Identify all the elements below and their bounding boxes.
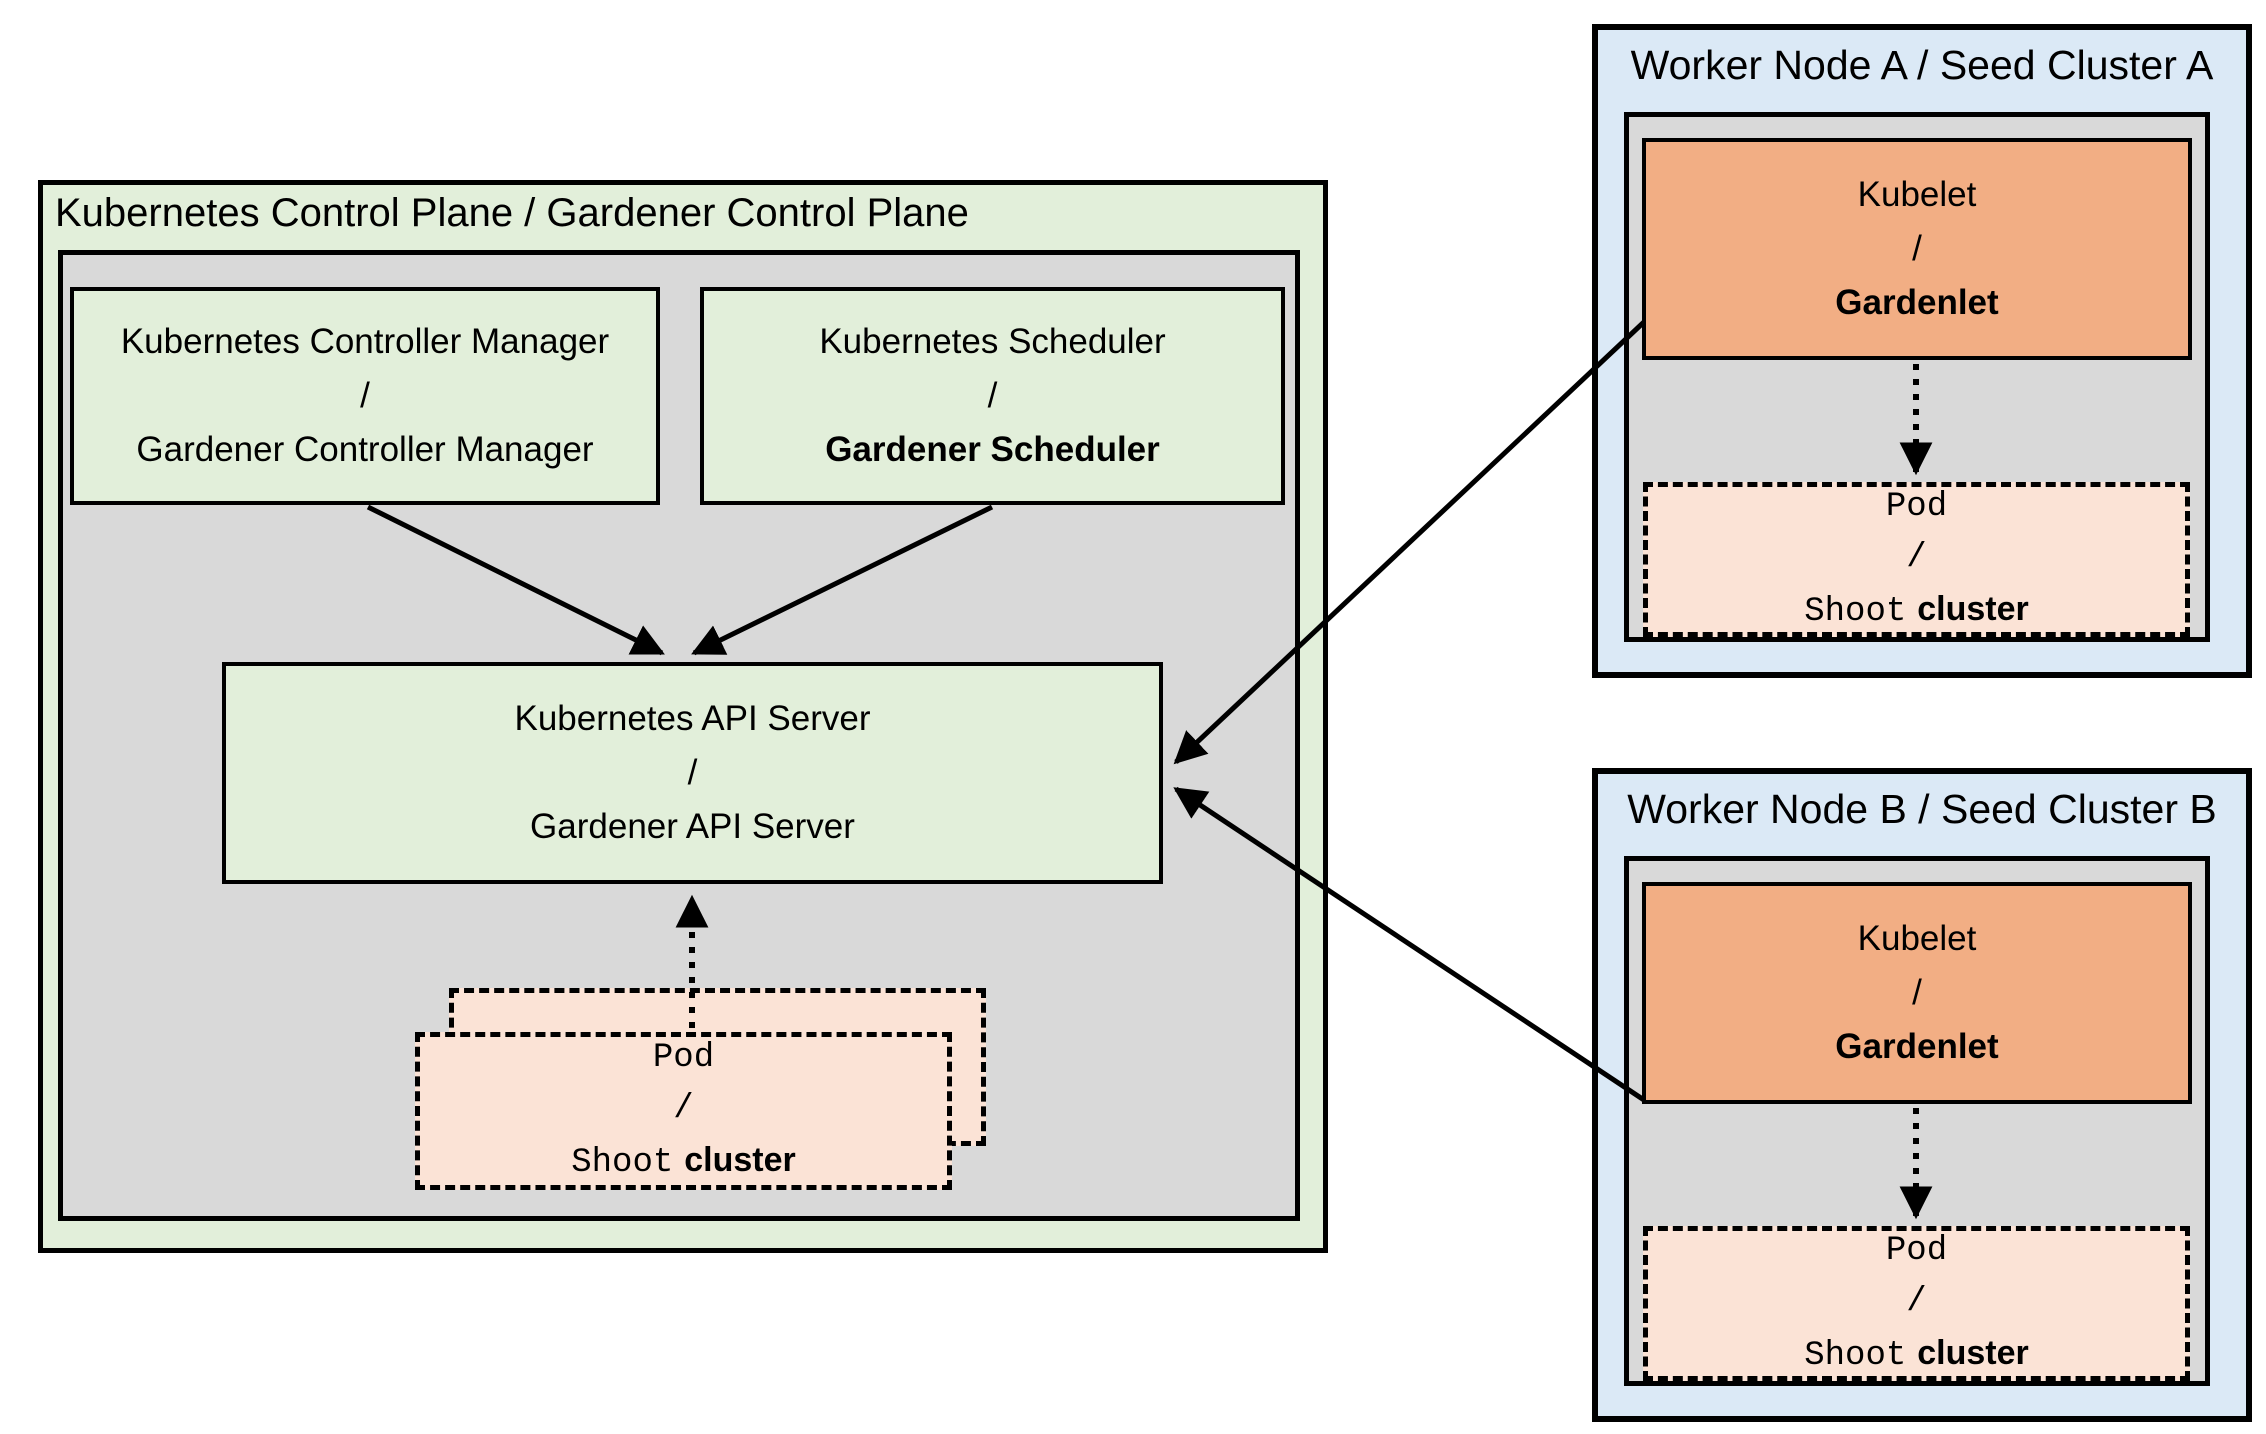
kubelet-b-separator: /: [1912, 972, 1922, 1012]
pod-cluster-label: cluster: [684, 1141, 796, 1179]
kubelet-gardenlet-box-a: Kubelet / Gardenlet: [1642, 138, 2192, 360]
controller-manager-line3: Gardener Controller Manager: [136, 430, 594, 470]
api-server-line1: Kubernetes API Server: [514, 698, 871, 738]
pod-shoot-label: Shoot: [571, 1144, 674, 1182]
worker-node-b-title: Worker Node B / Seed Cluster B: [1627, 786, 2217, 832]
api-server-line3: Gardener API Server: [530, 807, 855, 847]
pod-a-cluster-label: cluster: [1917, 589, 2029, 628]
kubelet-a-line1: Kubelet: [1857, 174, 1977, 214]
api-server-separator: /: [687, 752, 698, 792]
pod-separator: /: [673, 1090, 694, 1128]
pod-b-line1: Pod: [1885, 1231, 1948, 1270]
kubelet-b-line1: Kubelet: [1857, 918, 1977, 958]
controller-manager-separator: /: [360, 375, 370, 415]
scheduler-line3: Gardener Scheduler: [825, 430, 1160, 470]
control-plane-title: Kubernetes Control Plane / Gardener Cont…: [55, 191, 969, 235]
kubelet-a-line3: Gardenlet: [1835, 283, 1999, 323]
scheduler-box: Kubernetes Scheduler / Gardener Schedule…: [700, 287, 1285, 505]
worker-node-b-panel: Worker Node B / Seed Cluster B Kubelet /…: [1592, 768, 2252, 1422]
kubelet-b-line3: Gardenlet: [1835, 1027, 1999, 1067]
worker-node-a-title: Worker Node A / Seed Cluster A: [1630, 42, 2214, 88]
scheduler-line1: Kubernetes Scheduler: [819, 321, 1166, 361]
controller-manager-box: Kubernetes Controller Manager / Gardener…: [70, 287, 660, 505]
pod-b-shoot-label: Shoot: [1804, 1336, 1907, 1375]
control-plane-panel: Kubernetes Control Plane / Gardener Cont…: [38, 180, 1328, 1253]
pod-shoot-cluster-box-b: Pod / Shoot cluster: [1643, 1226, 2190, 1381]
api-server-box: Kubernetes API Server / Gardener API Ser…: [222, 662, 1163, 884]
kubelet-gardenlet-box-b: Kubelet / Gardenlet: [1642, 882, 2192, 1104]
worker-node-a-inner: Kubelet / Gardenlet Pod / Shoot cluster: [1624, 112, 2210, 642]
pod-b-cluster-label: cluster: [1917, 1333, 2029, 1372]
pod-line3: Shoot cluster: [571, 1135, 796, 1189]
pod-a-line1: Pod: [1885, 487, 1948, 526]
kubelet-a-separator: /: [1912, 228, 1922, 268]
pod-a-line3: Shoot cluster: [1804, 584, 2029, 638]
pod-shoot-cluster-box: Pod / Shoot cluster: [415, 1032, 952, 1190]
pod-b-separator: /: [1906, 1282, 1927, 1321]
pod-a-shoot-label: Shoot: [1804, 592, 1907, 631]
pod-a-separator: /: [1906, 538, 1927, 577]
pod-shoot-cluster-box-a: Pod / Shoot cluster: [1643, 482, 2190, 637]
pod-line1: Pod: [652, 1039, 715, 1077]
worker-node-a-panel: Worker Node A / Seed Cluster A Kubelet /…: [1592, 24, 2252, 678]
controller-manager-line1: Kubernetes Controller Manager: [120, 321, 610, 361]
scheduler-separator: /: [987, 375, 998, 415]
control-plane-inner: Kubernetes Controller Manager / Gardener…: [58, 250, 1300, 1221]
worker-node-b-inner: Kubelet / Gardenlet Pod / Shoot cluster: [1624, 856, 2210, 1386]
pod-b-line3: Shoot cluster: [1804, 1328, 2029, 1382]
